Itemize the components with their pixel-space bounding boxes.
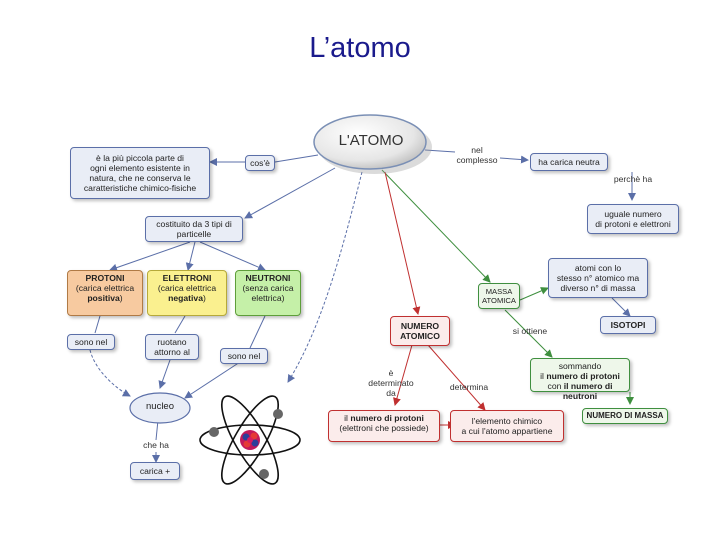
link-massa-isotopi <box>519 287 549 301</box>
massa-atomica-node: MASSA ATOMICA <box>478 283 520 309</box>
link-numero-elemento <box>427 344 486 411</box>
determina-label: determina <box>449 382 489 392</box>
elemento-node: l'elemento chimico a cui l'atomo apparti… <box>450 410 564 442</box>
link-sono-nucleo-1 <box>89 349 131 397</box>
cose-node: cos'è <box>245 155 275 171</box>
link-atomo-complesso <box>424 149 456 153</box>
num-protoni-3: (elettroni che possiede) <box>339 423 429 433</box>
protoni-desc-3: ) <box>119 293 123 303</box>
elettroni-desc-3: ) <box>203 293 206 303</box>
atomo-node <box>313 114 427 170</box>
elettroni-node: ELETTRONI (carica elettrica negativa) <box>147 270 227 316</box>
carica-node: carica + <box>130 462 180 480</box>
ruotano-node: ruotano attorno al <box>145 334 199 360</box>
isotopi-node: ISOTOPI <box>600 316 656 334</box>
link-costituito-elettroni <box>185 241 196 271</box>
num-protoni-1: il <box>344 413 348 423</box>
link-protoni-sono <box>94 315 101 334</box>
link-massa-sommando <box>504 309 553 358</box>
sommando-node: sommando il numero di protoni con il num… <box>530 358 630 401</box>
page-title: L’atomo <box>309 32 411 64</box>
nucleo-node <box>129 392 191 424</box>
protoni-desc-2: positiva <box>87 293 120 303</box>
protoni-node: PROTONI (carica elettrica positiva) <box>67 270 143 316</box>
link-atomo-costituito <box>244 167 336 219</box>
sommando-3: numero di protoni <box>546 371 620 381</box>
link-atomo-massa <box>381 169 491 283</box>
link-numero-protoni <box>393 344 413 406</box>
elettroni-desc-2: negativa <box>168 293 203 303</box>
link-atomo-numeroatomico <box>384 171 421 315</box>
neutroni-node: NEUTRONI (senza carica elettrica) <box>235 270 301 316</box>
nel-complesso-label: nel complesso <box>456 145 498 165</box>
perche-ha-label: perchè ha <box>613 174 653 184</box>
definizione-node: è la più piccola parte di ogni elemento … <box>70 147 210 199</box>
che-ha-label: che ha <box>143 440 169 450</box>
neutroni-title: NEUTRONI <box>245 273 291 283</box>
si-ottiene-label: si ottiene <box>512 326 548 336</box>
protoni-desc-1: (carica elettrica <box>75 283 135 293</box>
link-neutroni-sono <box>249 315 266 349</box>
elettroni-desc-1: (carica elettrica <box>157 283 217 293</box>
link-ruotano-nucleo <box>158 359 171 389</box>
costituito-node: costituito da 3 tipi di particelle <box>145 216 243 242</box>
numero-atomico-node: NUMERO ATOMICO <box>390 316 450 346</box>
numero-massa-node: NUMERO DI MASSA <box>582 408 668 424</box>
sommando-5: il numero di neutroni <box>562 381 613 401</box>
link-elettroni-ruotano <box>174 315 186 334</box>
determinato-label: è determinato da <box>368 368 414 398</box>
sommando-2: il <box>540 371 544 381</box>
atomo-label: L'ATOMO <box>338 132 404 149</box>
numero-protoni-node: il numero di protoni (elettroni che poss… <box>328 410 440 442</box>
link-costituito-neutroni <box>199 241 266 271</box>
elettroni-title: ELETTRONI <box>162 273 212 283</box>
link-costituito-protoni <box>109 241 191 272</box>
link-atomo-nucleo <box>287 171 363 383</box>
atom-illustration-icon <box>199 395 301 485</box>
nucleo-label: nucleo <box>146 401 174 412</box>
carica-neutra-node: ha carica neutra <box>530 153 608 171</box>
num-protoni-2: numero di protoni <box>350 413 424 423</box>
uguale-node: uguale numero di protoni e elettroni <box>587 204 679 234</box>
isotopi-desc-node: atomi con lo stesso n° atomico ma divers… <box>548 258 648 298</box>
link-desc-isotopi <box>611 297 631 317</box>
link-atomo-cose <box>274 154 319 163</box>
link-sono-nucleo-2 <box>184 361 241 399</box>
protoni-title: PROTONI <box>85 273 125 283</box>
sommando-1: sommando <box>558 361 602 371</box>
sommando-4: con <box>547 381 562 391</box>
link-complesso-neutra <box>499 155 529 164</box>
sono-nel-node-1: sono nel <box>67 334 115 350</box>
sono-nel-node-2: sono nel <box>220 348 268 364</box>
neutroni-desc: (senza carica elettrica) <box>242 283 294 303</box>
